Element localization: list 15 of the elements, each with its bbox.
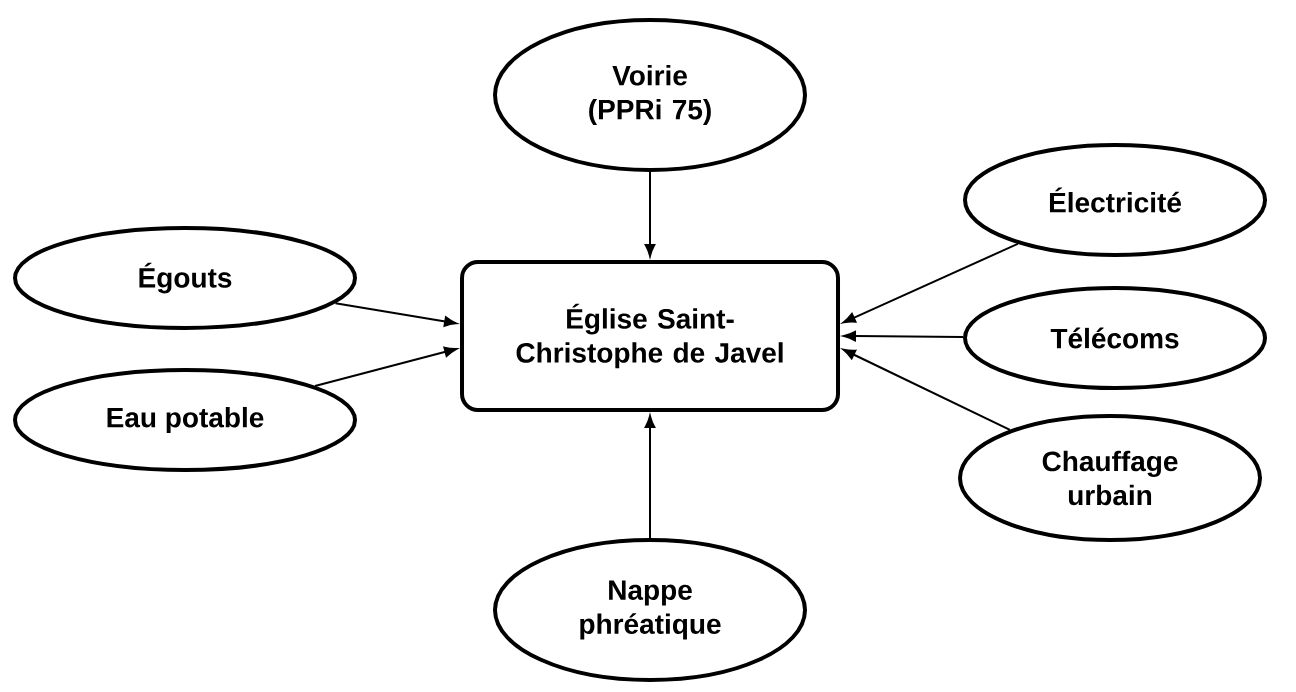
arrow [644, 171, 656, 257]
church-box: Église Saint-Christophe de Javel [460, 260, 840, 412]
ellipse-node: Égouts [13, 226, 357, 330]
arrow [842, 242, 1019, 324]
ellipse-node: Eau potable [13, 368, 357, 472]
arrow [843, 330, 965, 342]
arrow [314, 346, 457, 387]
ellipse-node: Nappe phréatique [493, 538, 807, 682]
arrow [644, 415, 656, 539]
arrow [842, 348, 1011, 431]
ellipse-node: Électricité [963, 143, 1267, 257]
ellipse-node: Chauffage urbain [958, 414, 1262, 542]
ellipse-node: Télécoms [963, 286, 1267, 390]
ellipse-node: Voirie (PPRi 75) [493, 18, 807, 172]
arrow [334, 302, 457, 327]
